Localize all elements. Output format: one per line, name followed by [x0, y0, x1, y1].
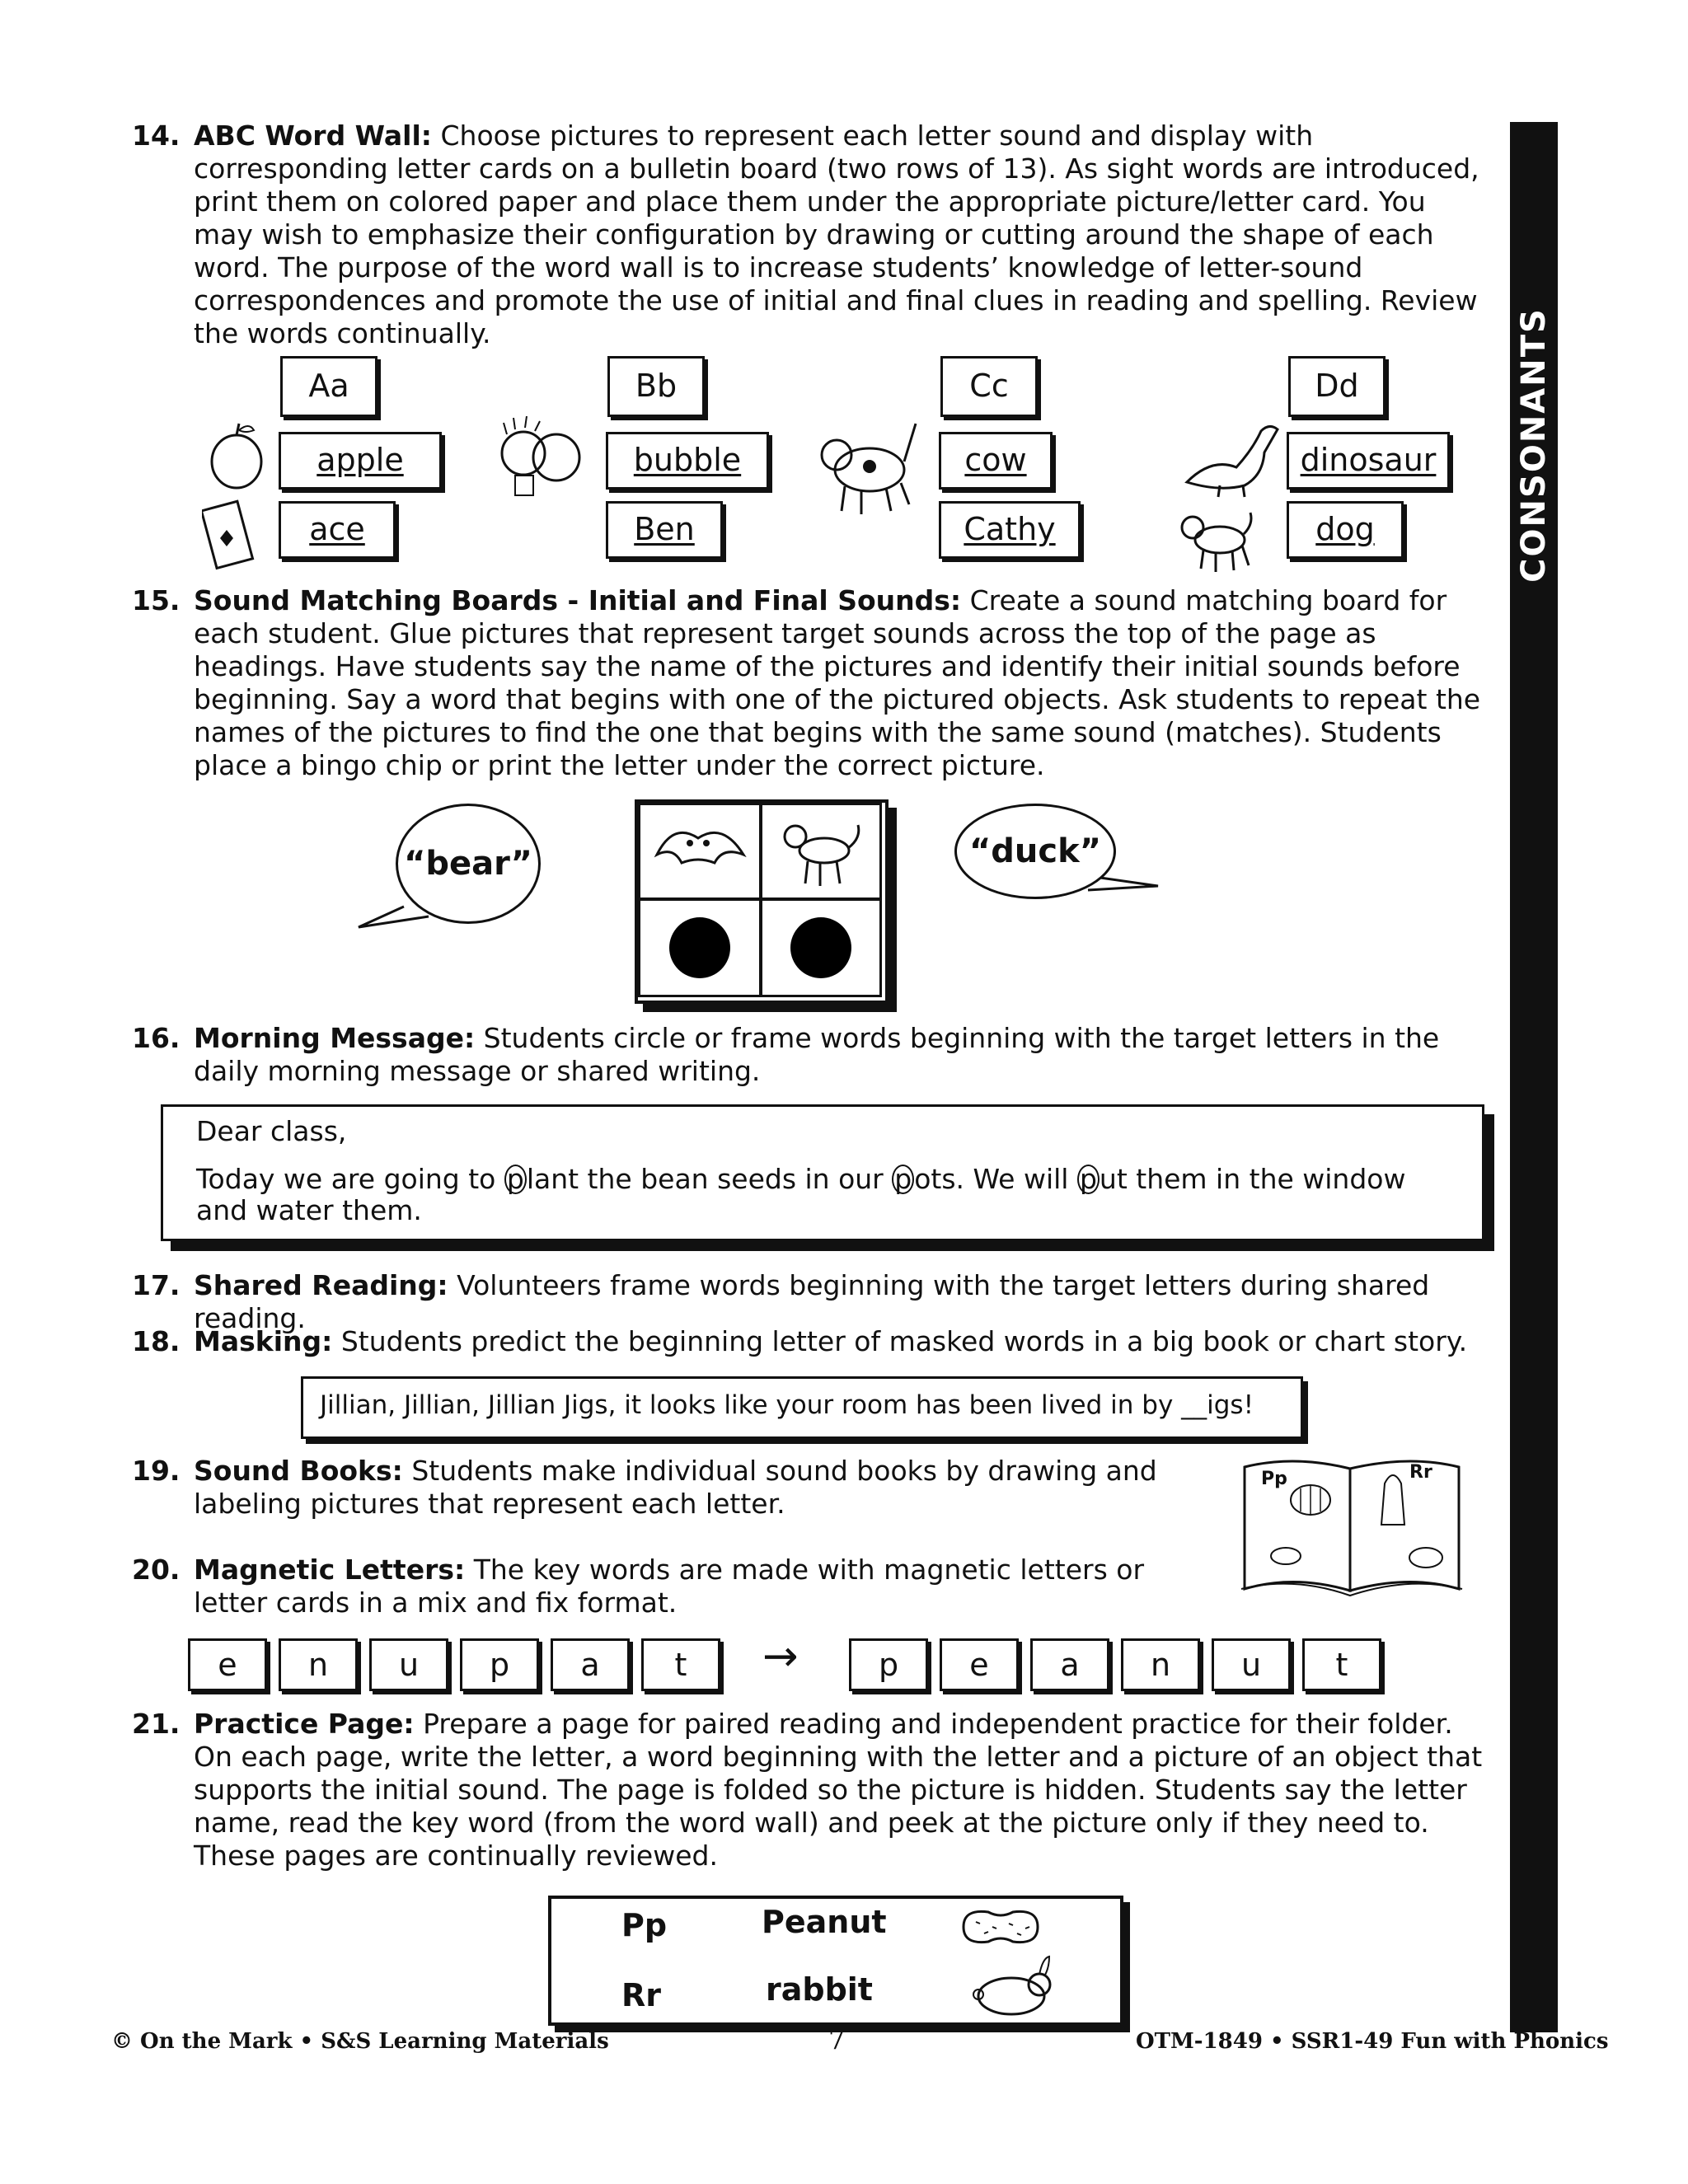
- item-title: ABC Word Wall:: [194, 120, 432, 152]
- word-card-cathy: Cathy: [939, 501, 1081, 559]
- sidebar-label: CONSONANTS: [1515, 307, 1553, 583]
- item-text: Volunteers frame words beginning with th…: [194, 1269, 1430, 1334]
- item-text: Create a sound matching board for each s…: [194, 584, 1481, 781]
- magnetic-letter-tile: u: [1212, 1638, 1291, 1691]
- word-card-cow: cow: [939, 432, 1053, 490]
- item-title: Morning Message:: [194, 1022, 476, 1054]
- masking-example-box: Jillian, Jillian, Jillian Jigs, it looks…: [301, 1376, 1303, 1439]
- board-cell-bottom-right: [760, 898, 882, 997]
- magnetic-letter-tile: t: [1302, 1638, 1381, 1691]
- item-21: 21. Practice Page: Prepare a page for pa…: [132, 1708, 1492, 1872]
- item-text: Choose pictures to represent each letter…: [194, 120, 1479, 349]
- item-19: 19. Sound Books: Students make individua…: [132, 1455, 1195, 1521]
- circled-letter: p: [1076, 1165, 1100, 1194]
- item-title: Shared Reading:: [194, 1269, 448, 1301]
- speech-bubble-duck: “duck”: [954, 804, 1116, 899]
- bingo-chip: [790, 917, 851, 978]
- board-cell-dog: [760, 803, 882, 900]
- item-title: Sound Matching Boards - Initial and Fina…: [194, 584, 962, 616]
- item-number: 20.: [132, 1554, 181, 1586]
- magnetic-letter-tile: a: [551, 1638, 630, 1691]
- practice-letter: Pp: [621, 1907, 668, 1943]
- board-cell-bat: [638, 803, 762, 900]
- item-18: 18. Masking: Students predict the beginn…: [132, 1325, 1492, 1358]
- magnetic-letter-tile: u: [369, 1638, 448, 1691]
- item-number: 16.: [132, 1022, 181, 1054]
- sound-matching-board: [635, 799, 889, 1004]
- sound-book-icon: [1240, 1460, 1463, 1597]
- item-text: Students predict the beginning letter of…: [340, 1325, 1468, 1357]
- magnetic-letter-tile: a: [1030, 1638, 1109, 1691]
- magnetic-letter-tile: n: [279, 1638, 358, 1691]
- magnetic-letter-tile: t: [641, 1638, 720, 1691]
- sidebar-bar: [1510, 122, 1558, 2032]
- dog-icon: [1180, 512, 1253, 572]
- letter-card-c: Cc: [940, 356, 1038, 417]
- circled-letter: p: [504, 1165, 527, 1194]
- magnetic-letter-tile: p: [849, 1638, 928, 1691]
- arrow-icon: →: [762, 1632, 799, 1681]
- bat-icon: [654, 831, 747, 865]
- sound-book-label-left: Pp: [1261, 1469, 1287, 1489]
- item-20: 20. Magnetic Letters: The key words are …: [132, 1554, 1195, 1619]
- item-number: 15.: [132, 584, 181, 616]
- dinosaur-icon: [1184, 425, 1279, 498]
- message-line-1: Today we are going to plant the bean see…: [196, 1163, 1406, 1195]
- message-line-2: and water them.: [196, 1194, 422, 1226]
- peanut-icon: [962, 1910, 1039, 1944]
- practice-word: rabbit: [766, 1971, 873, 2008]
- item-title: Practice Page:: [194, 1708, 415, 1740]
- letter-card-d: Dd: [1288, 356, 1386, 417]
- practice-page-example: Pp Peanut Rr rabbit: [548, 1896, 1123, 2026]
- item-number: 21.: [132, 1708, 181, 1740]
- item-number: 19.: [132, 1455, 181, 1487]
- word-card-bubble: bubble: [606, 432, 769, 490]
- sound-book-label-right: Rr: [1409, 1462, 1432, 1483]
- item-number: 18.: [132, 1325, 181, 1357]
- morning-message-box: Dear class, Today we are going to plant …: [161, 1104, 1484, 1241]
- magnetic-letter-tile: e: [940, 1638, 1019, 1691]
- item-title: Magnetic Letters:: [194, 1554, 466, 1586]
- word-card-dinosaur: dinosaur: [1287, 432, 1450, 490]
- item-text: Students circle or frame words beginning…: [194, 1022, 1440, 1087]
- word-card-ben: Ben: [606, 501, 723, 559]
- item-16: 16. Morning Message: Students circle or …: [132, 1022, 1492, 1088]
- letter-card-b: Bb: [607, 356, 705, 417]
- speech-bubble-bear: “bear”: [396, 804, 541, 924]
- page-number: 7: [828, 2024, 846, 2055]
- magnetic-letter-tile: e: [188, 1638, 267, 1691]
- playing-card-icon: [202, 499, 255, 570]
- item-title: Sound Books:: [194, 1455, 403, 1487]
- letter-card-a: Aa: [280, 356, 377, 417]
- board-cell-bottom-left: [638, 898, 762, 997]
- bingo-chip: [669, 917, 730, 978]
- circled-letter: p: [892, 1165, 915, 1194]
- item-text: Students make individual sound books by …: [194, 1455, 1157, 1520]
- cow-icon: [820, 423, 917, 514]
- dog-icon: [783, 824, 860, 886]
- item-text: The key words are made with magnetic let…: [194, 1554, 1145, 1619]
- item-number: 14.: [132, 120, 181, 152]
- item-14: 14. ABC Word Wall: Choose pictures to re…: [132, 120, 1492, 350]
- magnetic-letter-tile: n: [1121, 1638, 1200, 1691]
- practice-letter: Rr: [621, 1977, 662, 2013]
- message-greeting: Dear class,: [196, 1115, 347, 1147]
- item-number: 17.: [132, 1269, 181, 1301]
- item-15: 15. Sound Matching Boards - Initial and …: [132, 584, 1492, 782]
- item-title: Masking:: [194, 1325, 333, 1357]
- footer-copyright: © On the Mark • S&S Learning Materials: [111, 2029, 609, 2054]
- bubble-kid-icon: [500, 416, 581, 496]
- item-17: 17. Shared Reading: Volunteers frame wor…: [132, 1269, 1492, 1335]
- item-text: Prepare a page for paired reading and in…: [194, 1708, 1483, 1872]
- apple-icon: [210, 423, 263, 490]
- word-card-apple: apple: [279, 432, 442, 490]
- left-bubble-tail: [358, 905, 429, 929]
- practice-word: Peanut: [762, 1904, 887, 1940]
- footer-product-code: OTM-1849 • SSR1-49 Fun with Phonics: [1136, 2029, 1609, 2054]
- magnetic-letter-tile: p: [460, 1638, 539, 1691]
- word-card-ace: ace: [279, 501, 396, 559]
- word-card-dog: dog: [1287, 501, 1404, 559]
- rabbit-icon: [973, 1955, 1052, 2016]
